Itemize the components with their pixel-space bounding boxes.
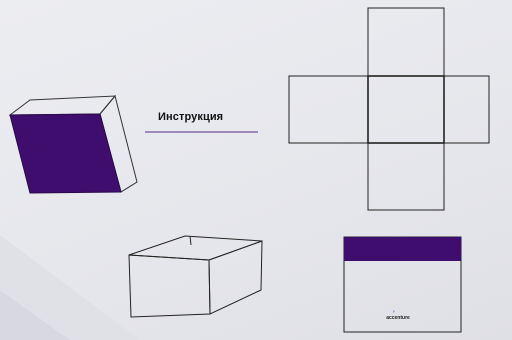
instruction-label: Инструкция (158, 111, 224, 123)
purple-lid (344, 237, 461, 261)
purple-face (9, 113, 122, 194)
cube-net (288, 7, 490, 211)
open-box (128, 235, 263, 318)
tilted-box (8, 94, 138, 194)
logo-mark-icon: › (393, 309, 395, 315)
brand-logo: accenture (386, 315, 410, 321)
lid-box (343, 236, 462, 333)
